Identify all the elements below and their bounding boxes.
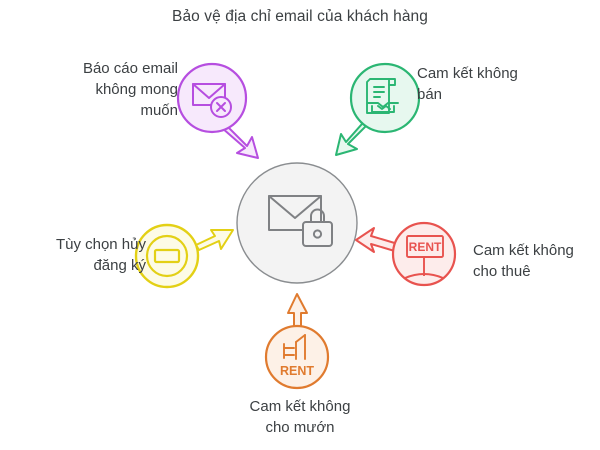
rent-hand-icon: RENT xyxy=(280,334,314,378)
label-no-lend: Cam kết không cho mướn xyxy=(249,398,351,436)
minus-circle-icon xyxy=(145,234,189,278)
rent-hand-text: RENT xyxy=(280,364,314,378)
no-sell-circle xyxy=(349,62,421,134)
arrow-left-icon xyxy=(355,227,399,253)
center-node xyxy=(236,162,358,284)
unsubscribe-circle xyxy=(134,223,200,289)
contract-handshake-icon xyxy=(366,78,399,114)
node-unsubscribe[interactable] xyxy=(134,223,234,289)
label-unsubscribe: Tùy chọn hủy đăng ký xyxy=(55,236,146,274)
rent-sign-text: RENT xyxy=(409,240,442,254)
node-no-lend[interactable]: RENT xyxy=(264,293,330,390)
label-no-rent: Cam kết không cho thuê xyxy=(473,242,574,280)
label-no-sell: Cam kết không bán xyxy=(417,65,518,103)
node-report-spam[interactable] xyxy=(176,62,259,159)
node-no-rent[interactable]: RENT xyxy=(355,221,457,287)
center-circle xyxy=(236,162,358,284)
no-lend-circle xyxy=(264,324,330,390)
report-spam-circle xyxy=(176,62,248,134)
email-lock-icon xyxy=(268,195,333,247)
arrow-up-right-icon xyxy=(195,229,234,251)
envelope-x-circle-icon xyxy=(192,83,232,118)
node-no-sell[interactable] xyxy=(335,62,421,156)
label-report-spam: Báo cáo email không mong muốn xyxy=(82,60,178,119)
rent-sign-icon: RENT xyxy=(404,235,444,279)
page-title: Bảo vệ địa chỉ email của khách hàng xyxy=(172,8,428,25)
